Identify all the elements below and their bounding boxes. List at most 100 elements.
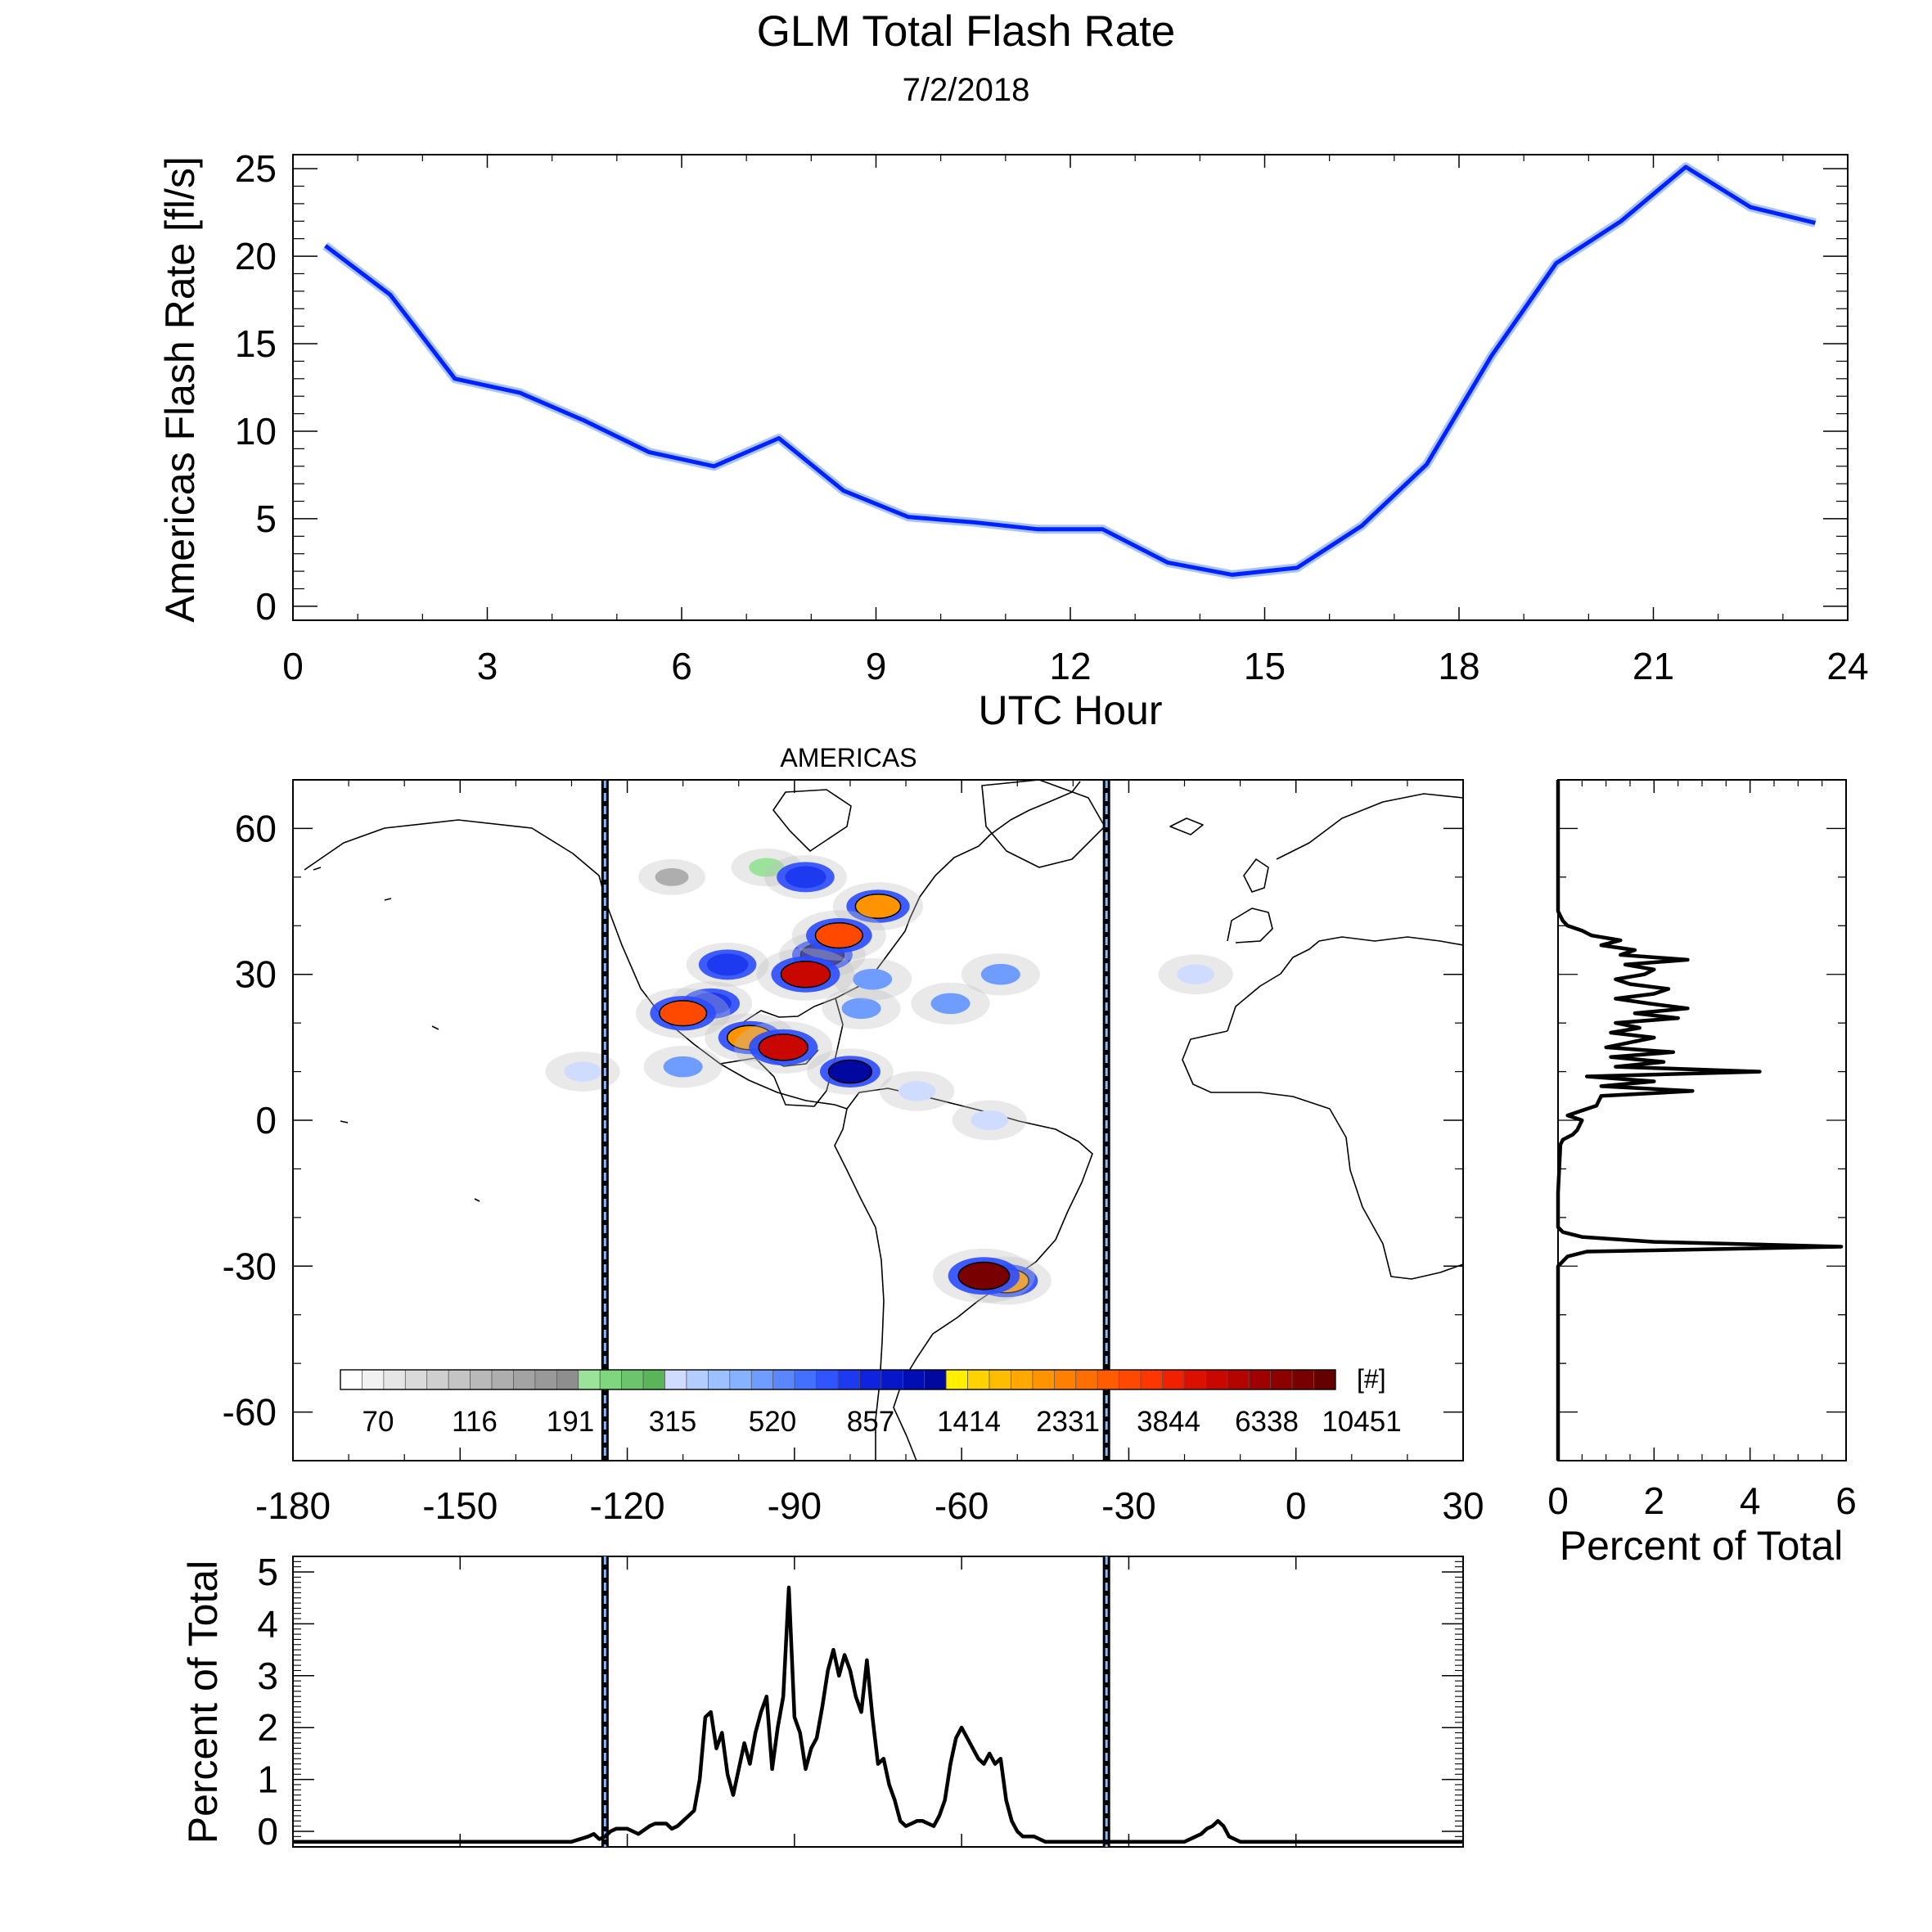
flash-rate-ylabel: Americas Flash Rate [fl/s] <box>157 156 203 623</box>
lon-tick-label: -30 <box>1101 1484 1155 1527</box>
y-tick-label: 0 <box>255 585 277 628</box>
colorbar-tick-label: 520 <box>749 1406 796 1438</box>
x-tick-label: 6 <box>671 645 692 687</box>
colorbar-swatch <box>491 1369 514 1390</box>
flash-density-core <box>814 922 863 949</box>
flash-density-core <box>758 1034 808 1061</box>
colorbar-swatch <box>1162 1369 1185 1390</box>
colorbar-swatch <box>967 1369 990 1390</box>
latitude-profile-frame <box>1557 779 1847 1461</box>
colorbar-swatch <box>924 1369 947 1390</box>
x-tick-label: 0 <box>282 645 304 687</box>
flash-density-core <box>853 968 893 990</box>
lat-tick-label: -60 <box>223 1391 277 1434</box>
colorbar-swatch <box>1097 1369 1120 1390</box>
colorbar-swatch <box>1183 1369 1206 1390</box>
flash-density-core <box>663 1056 703 1078</box>
flash-density-core <box>841 998 881 1020</box>
figure-title: GLM Total Flash Rate <box>756 7 1176 56</box>
lon-tick-label: -60 <box>934 1484 989 1527</box>
colorbar-swatch <box>1011 1369 1034 1390</box>
flash-density-core <box>655 867 689 886</box>
longitude-profile-line <box>293 1585 1463 1844</box>
x-tick-label: 15 <box>1244 645 1286 687</box>
greenland-coastline <box>981 780 1106 868</box>
colorbar-swatch <box>1140 1369 1163 1390</box>
colorbar-swatch <box>1075 1369 1098 1390</box>
colorbar-swatch <box>772 1369 795 1390</box>
colorbar-tick-label: 10451 <box>1322 1406 1401 1438</box>
lon-tick-label: -150 <box>422 1484 498 1527</box>
lat-tick-label: 30 <box>235 953 277 996</box>
scandinavia-coastline <box>1276 793 1463 860</box>
colorbar-swatch <box>383 1369 406 1390</box>
north-america-coastline <box>304 781 1081 1107</box>
flash-density-core <box>930 993 971 1015</box>
pct-tick-label: 1 <box>257 1759 278 1801</box>
y-tick-label: 25 <box>235 147 277 190</box>
colorbar-frame <box>340 1369 1336 1390</box>
colorbar-tick-label: 857 <box>847 1406 894 1438</box>
colorbar-swatch <box>686 1369 709 1390</box>
x-tick-label: 18 <box>1438 645 1479 687</box>
figure-subtitle: 7/2/2018 <box>902 72 1030 108</box>
x-tick-label: 21 <box>1633 645 1674 687</box>
pct-tick-label: 3 <box>257 1655 278 1697</box>
pct-tick-label: 4 <box>257 1602 278 1645</box>
colorbar-swatch <box>1270 1369 1293 1390</box>
lat-tick-label: -30 <box>223 1245 277 1287</box>
colorbar-swatch <box>404 1369 428 1390</box>
colorbar-tick-label: 2331 <box>1036 1406 1100 1438</box>
colorbar-swatch <box>1032 1369 1055 1390</box>
pct-tick-label: 5 <box>257 1551 278 1593</box>
colorbar-swatch <box>470 1369 493 1390</box>
flash-density-core <box>980 963 1020 985</box>
lat-tick-label: 0 <box>255 1099 277 1142</box>
colorbar-swatch <box>837 1369 860 1390</box>
colorbar-swatch <box>902 1369 925 1390</box>
colorbar-swatch <box>556 1369 579 1390</box>
map-title: AMERICAS <box>780 743 916 772</box>
flash-density-core <box>706 953 749 976</box>
pct-tick-label: 0 <box>1547 1479 1569 1522</box>
pct-tick-label: 0 <box>257 1810 278 1853</box>
flash-rate-xlabel: UTC Hour <box>978 687 1162 733</box>
flash-density-core <box>564 1061 601 1082</box>
lon-tick-label: 30 <box>1442 1484 1484 1527</box>
colorbar-tick-label: 6338 <box>1235 1406 1299 1438</box>
pct-tick-label: 2 <box>1644 1479 1665 1522</box>
flash-density-core <box>780 960 831 989</box>
japan-coastline <box>313 867 480 1202</box>
uk-coastline <box>1243 858 1269 893</box>
x-tick-label: 9 <box>866 645 887 687</box>
x-tick-label: 12 <box>1049 645 1091 687</box>
latitude-profile-line <box>1556 780 1844 1461</box>
colorbar-swatch <box>945 1369 968 1390</box>
flash-density-core <box>749 858 785 877</box>
hudson-bay-coastline <box>772 789 852 852</box>
lat-tick-label: 60 <box>235 807 277 849</box>
central-south-america-coastline <box>719 1063 1093 1461</box>
y-tick-label: 10 <box>235 410 277 453</box>
colorbar-tick-label: 315 <box>649 1406 696 1438</box>
colorbar-swatch <box>989 1369 1011 1390</box>
flash-density-core <box>957 1261 1011 1290</box>
pct-tick-label: 6 <box>1835 1479 1857 1522</box>
latitude-profile-xlabel: Percent of Total <box>1560 1523 1844 1569</box>
flash-density-core <box>785 866 826 889</box>
y-tick-label: 15 <box>235 322 277 365</box>
colorbar-swatch <box>708 1369 731 1390</box>
colorbar-swatch <box>1053 1369 1077 1390</box>
colorbar-swatch <box>664 1369 687 1390</box>
colorbar-swatch <box>1313 1369 1336 1390</box>
lon-tick-label: -90 <box>768 1484 822 1527</box>
coastlines <box>304 780 1463 1461</box>
